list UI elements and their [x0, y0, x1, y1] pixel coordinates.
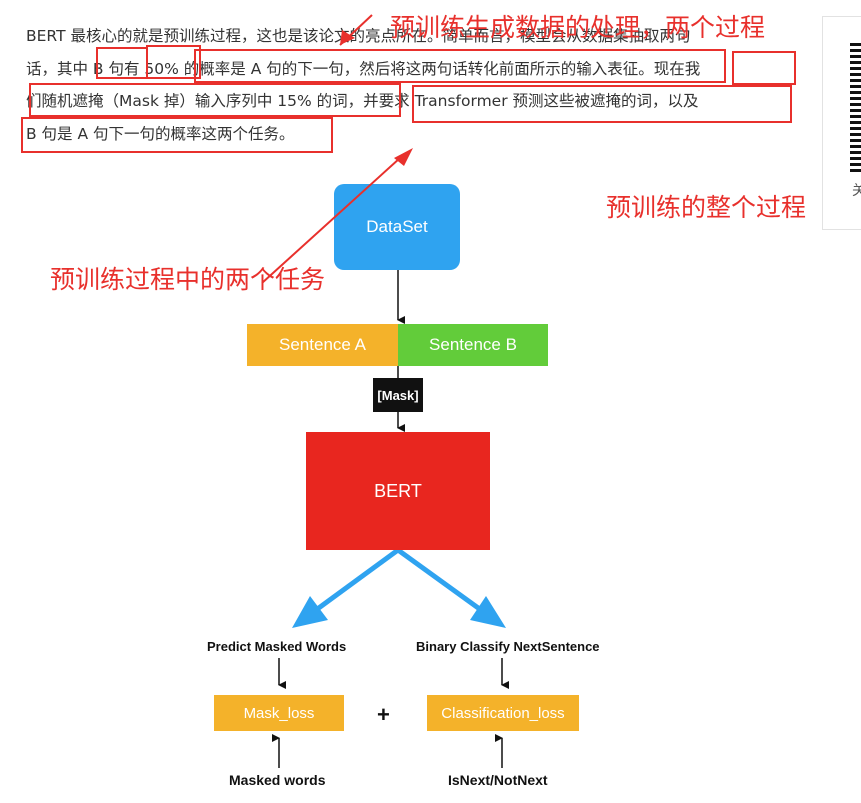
sentence-b-box: Sentence B	[398, 324, 548, 366]
paragraph-line: 们随机遮掩（Mask 掉）输入序列中 15% 的词，并要求 Transforme…	[26, 92, 699, 110]
plus-sign: +	[377, 702, 390, 727]
annotation-arrowhead-bottom	[394, 148, 413, 166]
binary-classify-label: Binary Classify NextSentence	[416, 639, 600, 654]
sentence-a-box: Sentence A	[247, 324, 398, 366]
branch-arrow-left	[314, 547, 400, 613]
bert-pretraining-diagram: DataSet Sentence A Sentence B [Mask] BER…	[196, 170, 786, 803]
branch-arrowhead-left	[292, 596, 328, 628]
branch-arrow-right	[396, 547, 483, 613]
branch-arrowhead-right	[470, 596, 506, 628]
predict-masked-words-label: Predict Masked Words	[207, 639, 347, 654]
paragraph-line: 话，其中 B 句有 50% 的概率是 A 句的下一句，然后将这两句话转化前面所示…	[26, 59, 701, 78]
qr-code-icon	[850, 40, 861, 172]
annotation-whole-process: 预训练的整个过程	[606, 193, 807, 222]
dataset-box: DataSet	[334, 184, 460, 270]
annotation-data-processing: 预训练生成数据的处理，两个过程	[390, 13, 766, 42]
mask-loss-box: Mask_loss	[214, 695, 344, 731]
masked-words-label: Masked words	[229, 772, 326, 788]
side-card-text: 关	[852, 183, 861, 199]
isnext-label: IsNext/NotNext	[448, 772, 548, 788]
classification-loss-box: Classification_loss	[427, 695, 579, 731]
annotation-two-tasks: 预训练过程中的两个任务	[50, 265, 326, 294]
paragraph-line: B 句是 A 句下一句的概率这两个任务。	[26, 124, 295, 143]
mask-box: [Mask]	[373, 378, 423, 412]
bert-box: BERT	[306, 432, 490, 550]
